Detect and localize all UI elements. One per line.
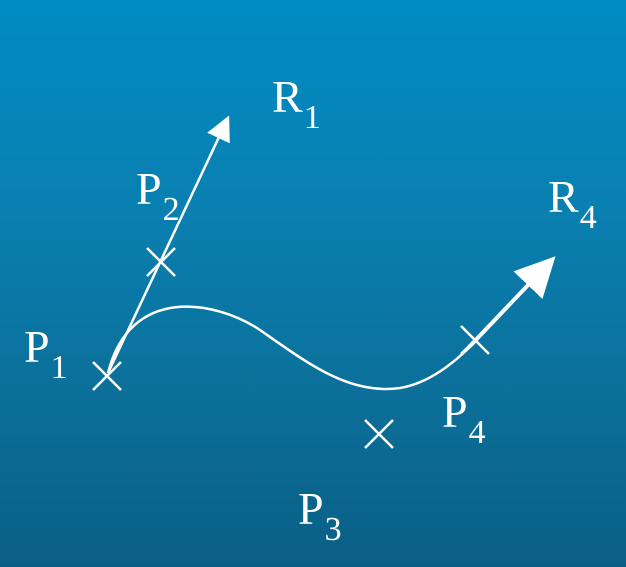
label-p2: P2 [136, 163, 180, 228]
label-p4-main: P [442, 386, 468, 437]
point-marker-p2 [146, 247, 176, 277]
label-r1-sub: 1 [304, 99, 321, 136]
label-p1-main: P [24, 321, 50, 372]
point-marker-p1 [92, 361, 122, 391]
label-p3-main: P [298, 483, 324, 534]
curve-p1-to-p4 [106, 305, 476, 391]
point-marker-p4 [460, 325, 490, 355]
label-p1-sub: 1 [51, 349, 68, 386]
label-r4: R4 [548, 171, 597, 236]
label-r1: R1 [272, 71, 321, 136]
label-p4-sub: 4 [469, 414, 486, 451]
label-r1-main: R [272, 71, 303, 122]
label-p2-main: P [136, 163, 162, 214]
label-p2-sub: 2 [163, 191, 180, 228]
label-p1: P1 [24, 321, 68, 386]
label-r4-sub: 4 [580, 199, 597, 236]
label-p3: P3 [298, 483, 342, 548]
label-p3-sub: 3 [325, 511, 342, 548]
label-p4: P4 [442, 386, 486, 451]
label-r4-main: R [548, 171, 579, 222]
point-marker-p3 [364, 419, 394, 449]
